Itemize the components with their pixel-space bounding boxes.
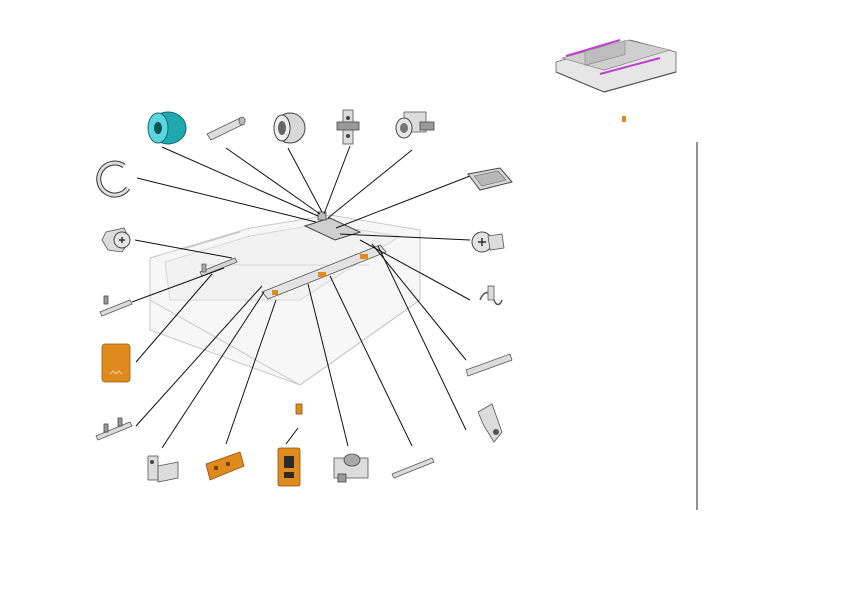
assembly-thumbnail[interactable]: [552, 10, 678, 134]
left-rail: [199, 257, 238, 277]
main-assembly: [149, 214, 421, 386]
spring-icon[interactable]: [479, 285, 503, 306]
bracket-icon[interactable]: [336, 109, 360, 145]
rod-icon[interactable]: [99, 295, 133, 317]
cyan-roller-icon[interactable]: [147, 111, 187, 145]
thin-rod-icon[interactable]: [391, 457, 435, 479]
e-ring-icon[interactable]: [96, 160, 131, 198]
holder-icon[interactable]: [333, 453, 369, 483]
thumbnail-assembly-icon: [555, 39, 677, 93]
front-rail: [261, 244, 387, 300]
small-bracket-icon[interactable]: [147, 455, 179, 483]
screw-icon[interactable]: [101, 227, 131, 253]
sensor-small-icon[interactable]: [295, 403, 303, 415]
sensor-icon[interactable]: [277, 447, 301, 487]
lever-icon[interactable]: [477, 403, 503, 443]
bushing-icon[interactable]: [273, 112, 306, 144]
rail-bracket-icon[interactable]: [465, 353, 513, 377]
screw-right-icon[interactable]: [471, 231, 505, 253]
clip-icon[interactable]: [95, 417, 133, 441]
pin-shaft-icon[interactable]: [206, 116, 246, 141]
leader-lines: [131, 145, 471, 449]
thumbnail-highlight-marker: [622, 116, 626, 122]
label-icon[interactable]: [101, 343, 131, 383]
coupling-icon[interactable]: [395, 111, 435, 139]
circuit-board-icon[interactable]: [205, 451, 245, 481]
plate-icon[interactable]: [467, 167, 513, 191]
